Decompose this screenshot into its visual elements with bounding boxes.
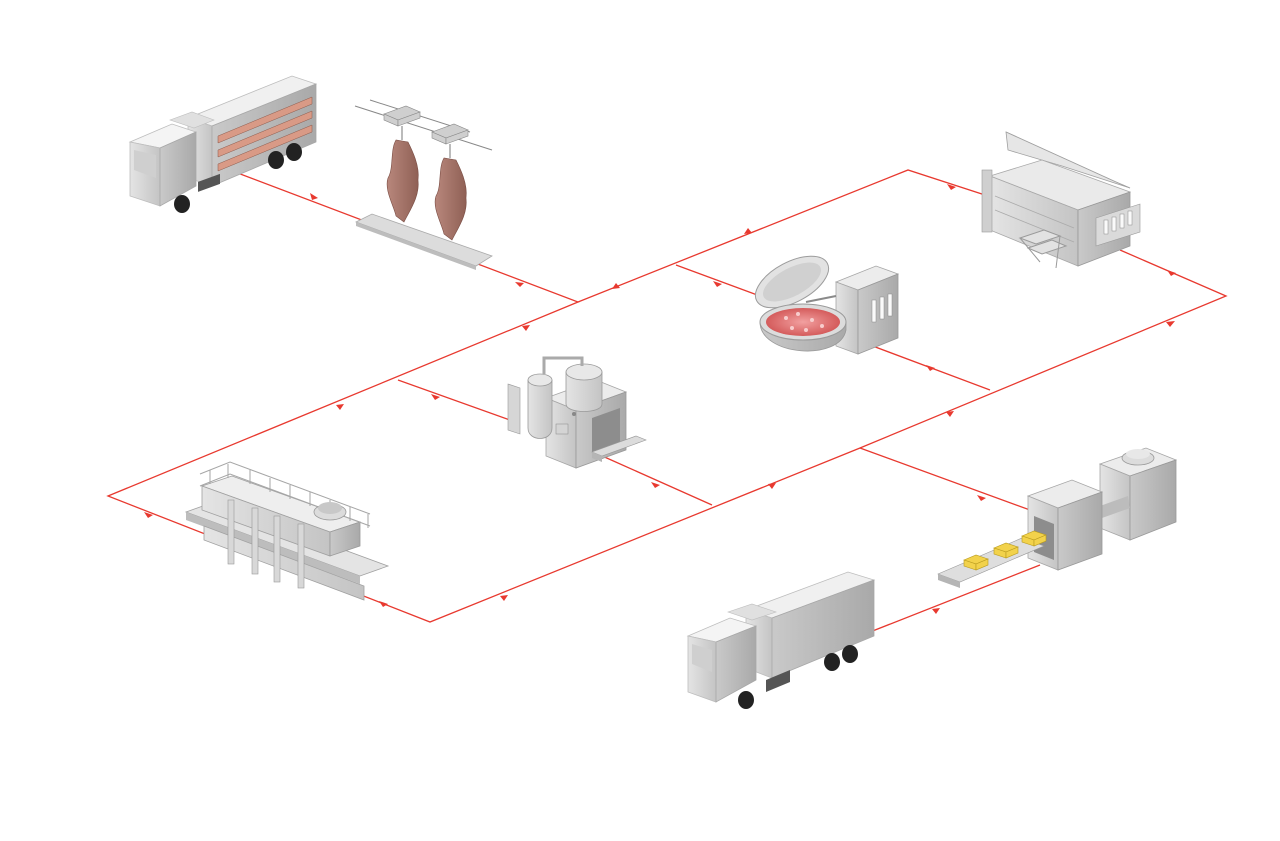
filling-conveyor-icon [184,461,390,601]
arrow-5 [947,184,956,190]
arrow-19 [977,495,986,501]
flow-line-filling-branch [859,447,1031,511]
arrow-18 [500,595,508,601]
arrow-2 [515,282,524,287]
flow-line-delivery [869,564,1041,633]
flow-arrows [144,184,1176,614]
hanging-carcass-icon [354,99,493,270]
arrow-16 [144,512,153,518]
arrow-12 [522,325,530,331]
arrow-13 [336,404,344,410]
arrow-9 [1166,321,1175,327]
arrow-10 [946,411,954,417]
arrow-15 [651,482,660,488]
flow-line-top-branch [577,169,986,303]
vacuum-cooker-icon [507,356,647,469]
washing-tumbler-icon [981,131,1141,269]
arrow-4 [744,228,752,234]
arrow-1 [310,193,318,200]
packaging-tunnel-icon [937,447,1178,588]
arrow-7 [926,365,935,371]
flow-lines [106,169,1228,633]
arrow-8 [1167,270,1176,276]
flow-line-cooker-branch [397,379,511,421]
arrow-11 [768,483,776,489]
cooking-kettle-icon [754,255,900,355]
arrow-17 [379,601,388,607]
flow-line-cooker-out [599,454,713,506]
arrow-3 [612,283,620,289]
arrow-6 [713,281,722,287]
arrow-14 [431,394,440,400]
livestock-truck-icon [128,75,318,213]
flow-line-kettle-branch [675,264,761,297]
delivery-truck-icon [686,571,876,709]
arrow-20 [932,608,940,614]
